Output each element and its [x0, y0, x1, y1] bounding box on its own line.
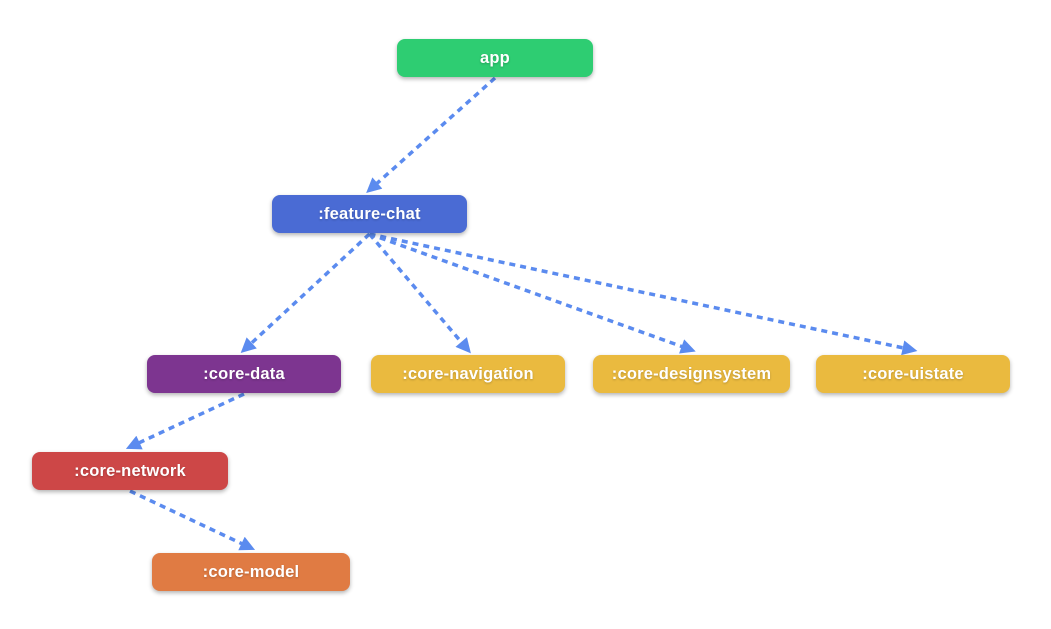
graph-node-core-uistate: :core-uistate	[816, 355, 1010, 393]
edge-feature-chat-to-core-data	[240, 232, 371, 354]
edge-app-to-feature-chat	[366, 76, 497, 193]
graph-node-core-navigation: :core-navigation	[371, 355, 565, 393]
graph-node-core-model: :core-model	[152, 553, 350, 591]
graph-node-core-data: :core-data	[147, 355, 341, 393]
edge-core-data-to-core-network	[125, 392, 245, 450]
edge-feature-chat-to-core-designsystem	[368, 232, 696, 354]
edge-core-network-to-core-model	[129, 489, 256, 551]
edge-feature-chat-to-core-uistate	[369, 232, 918, 356]
graph-node-app: app	[397, 39, 593, 77]
graph-node-core-designsystem: :core-designsystem	[593, 355, 790, 393]
graph-node-core-network: :core-network	[32, 452, 228, 490]
graph-node-feature-chat: :feature-chat	[272, 195, 467, 233]
edge-feature-chat-to-core-navigation	[368, 232, 471, 354]
